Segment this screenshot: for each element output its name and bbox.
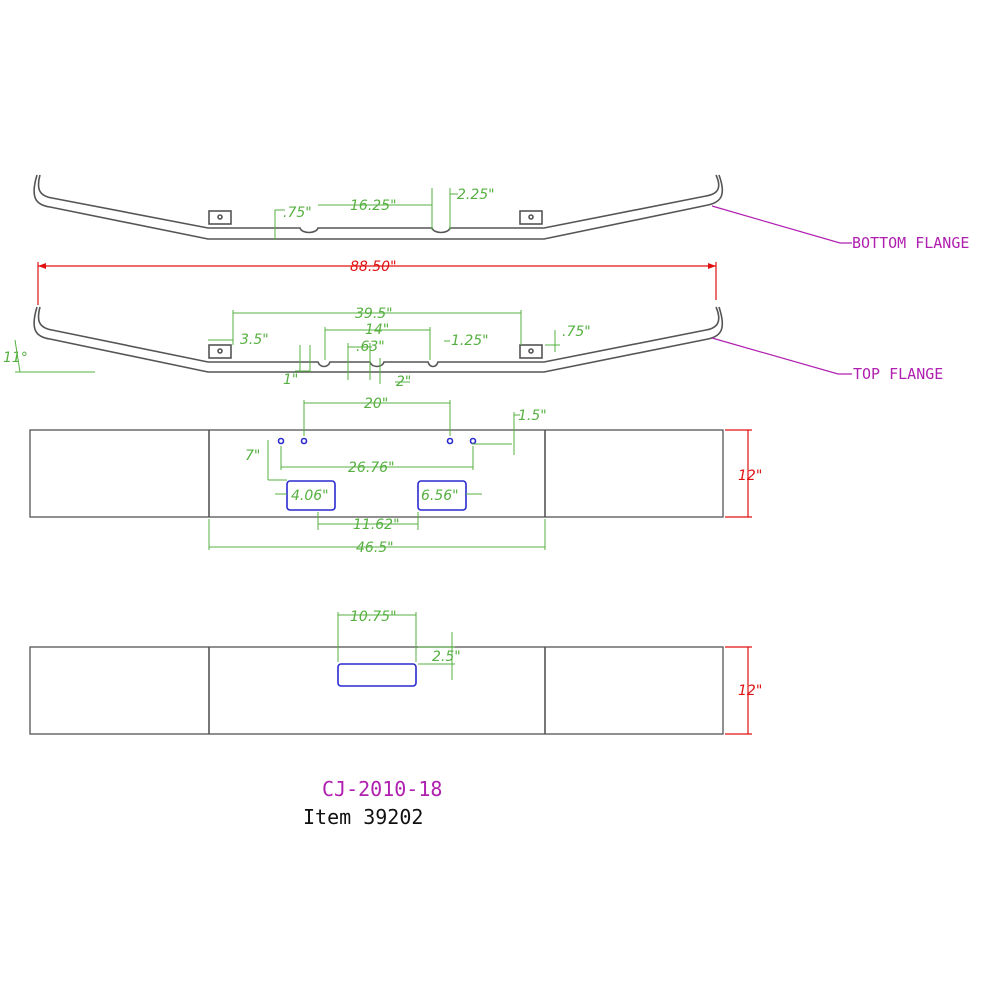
mount-hole-1 — [277, 437, 285, 445]
panel-lower-height-lines — [725, 646, 752, 735]
dim-p1-12: 12" — [738, 468, 762, 484]
top-flange-view: 39.5" 3.5" 14" .63" 1.25" .75" 11° 1" 2"… — [3, 306, 943, 390]
bottom-flange-tab-left — [208, 210, 232, 225]
dim-tf-1: 1" — [283, 372, 298, 388]
bottom-flange-hole-left — [217, 214, 223, 220]
overall-dimension: 88.50" — [37, 259, 717, 305]
top-flange-hole-right — [528, 348, 534, 354]
dim-p2-25: 2.5" — [432, 649, 461, 665]
part-number: CJ-2010-18 — [322, 777, 442, 801]
dim-p1-406: 4.06" — [291, 488, 329, 504]
dim-tf-14: 14" — [365, 322, 389, 338]
top-flange-tab-left — [208, 344, 232, 359]
dim-p1-15: 1.5" — [518, 408, 547, 424]
label-bottom-flange: BOTTOM FLANGE — [852, 234, 969, 252]
dim-p1-2676: 26.76" — [348, 460, 395, 476]
top-flange-outline — [33, 306, 724, 373]
top-flange-dim-lines — [14, 310, 560, 384]
dim-tf-63: .63" — [356, 339, 385, 355]
panel-upper-dim-lines — [208, 400, 546, 550]
dim-p1-7: 7" — [245, 448, 260, 464]
bottom-flange-hole-right — [528, 214, 534, 220]
dim-bf-1625: 16.25" — [350, 198, 397, 214]
dim-tf-395: 39.5" — [355, 306, 393, 322]
dim-p2-12: 12" — [738, 683, 762, 699]
bottom-flange-view: .75" 16.25" 2.25" BOTTOM FLANGE — [33, 174, 969, 252]
panel-upper-height-lines — [725, 429, 752, 518]
top-flange-tab-right — [519, 344, 543, 359]
front-panel-lower: 10.75" 2.5" 12" — [29, 609, 762, 735]
dim-p2-1075: 10.75" — [350, 609, 397, 625]
dim-p1-1162: 11.62" — [353, 517, 400, 533]
cutout-left — [286, 480, 336, 511]
bottom-flange-outline — [33, 174, 724, 240]
dim-tf-35: 3.5" — [240, 332, 269, 348]
bottom-flange-leader — [711, 205, 852, 244]
front-panel-upper: 20" 1.5" 7" 26.76" 4.06" 6.56" 11.62" 46… — [29, 396, 762, 556]
cutout-right — [417, 480, 467, 511]
panel-lower-outline — [29, 646, 724, 735]
dim-tf-2: 2" — [396, 374, 411, 390]
license-cutout — [337, 663, 417, 687]
dim-tf-125: 1.25" — [451, 333, 489, 349]
overall-dim-lines — [37, 262, 717, 305]
dim-tf-angle: 11° — [3, 350, 28, 366]
overall-arrow-left — [38, 263, 46, 269]
top-flange-leader — [711, 337, 852, 375]
bottom-flange-dim-lines — [274, 188, 458, 240]
bottom-flange-tab-right — [519, 210, 543, 225]
overall-arrow-right — [708, 263, 716, 269]
dim-bf-75: .75" — [283, 205, 312, 221]
panel-lower-dim-lines — [337, 612, 455, 680]
item-number: Item 39202 — [303, 805, 423, 829]
panel-upper-outline — [29, 429, 724, 518]
dim-tf-75: .75" — [562, 324, 591, 340]
dim-overall: 88.50" — [350, 259, 397, 275]
dim-p1-656: 6.56" — [421, 488, 459, 504]
mount-hole-3 — [446, 437, 454, 445]
mount-hole-2 — [300, 437, 308, 445]
label-top-flange: TOP FLANGE — [853, 365, 943, 383]
top-flange-hole-left — [217, 348, 223, 354]
dim-bf-225: 2.25" — [457, 187, 495, 203]
dim-p1-20: 20" — [364, 396, 388, 412]
dim-p1-465: 46.5" — [356, 540, 394, 556]
